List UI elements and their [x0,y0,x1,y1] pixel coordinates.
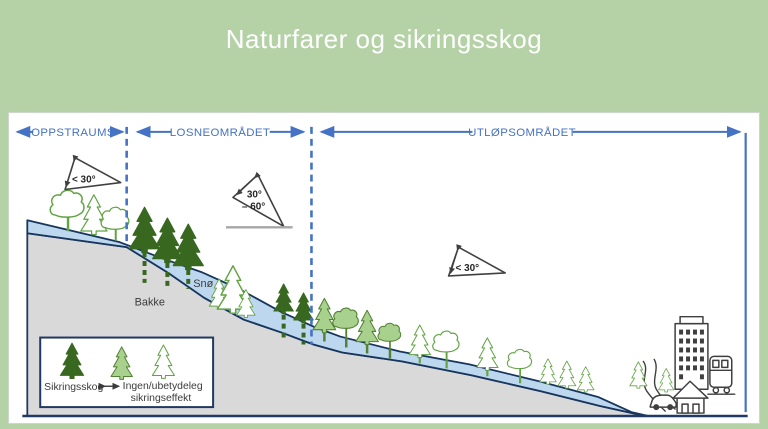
train-icon [707,355,736,395]
legend-box: Sikringsskog Ingen/ubetydeleg sikringsef… [39,336,215,409]
conifer-outline-icon [658,368,674,392]
deciduous-medium-icon [332,308,359,339]
conifer-outline-icon [577,366,595,393]
house-icon [672,380,709,414]
car-icon [649,394,677,411]
slope-angle-losne: 30° – 60° [226,171,293,229]
slope-diagram: Snø Bakke OPPSTRAUMS LOSNEOMRÅDET UTLØPS… [15,126,748,418]
building-icon [674,315,709,390]
conifer-outline-icon [539,358,557,385]
zone-label-oppstraums: OPPSTRAUMS [31,127,115,139]
infrastructure-icons [629,315,736,414]
zone-label-utlop: UTLØPSOMRÅDET [468,126,576,139]
conifer-dark-icon [273,283,294,314]
tree-stem [418,356,522,384]
conifer-dark-icon [173,224,204,270]
angle-label: 30° [247,189,262,200]
deciduous-outline-icon [50,190,84,231]
tree-stem [323,331,392,359]
angle-label: < 30° [72,175,96,186]
legend-label-ingen-1: Ingen/ubetydeleg [123,381,203,392]
conifer-outline-icon [409,324,431,358]
deciduous-outline-icon [101,207,129,240]
conifer-medium-icon [313,298,336,333]
legend-label-sikringsskog: Sikringsskog [44,382,103,393]
angle-label: – 60° [242,201,265,212]
page-title: Naturfarer og sikringsskog [225,24,543,54]
diagram-panel: Snø Bakke OPPSTRAUMS LOSNEOMRÅDET UTLØPS… [8,112,760,424]
conifer-dark-icon [129,207,160,253]
legend-label-ingen-2: sikringseffekt [131,393,192,404]
zone-label-losne: LOSNEOMRÅDET [170,126,270,139]
conifer-medium-icon [355,310,379,345]
conifer-outline-icon [557,361,576,389]
ground-label: Bakke [135,297,165,309]
conifer-outline-icon [476,337,499,371]
slope-angle-oppstraums: < 30° [64,154,122,191]
slope-angle-utlop: < 30° [447,244,507,277]
snow-label: Snø [193,278,213,290]
conifer-dark-icon [152,218,183,263]
angle-label: < 30° [456,263,480,274]
